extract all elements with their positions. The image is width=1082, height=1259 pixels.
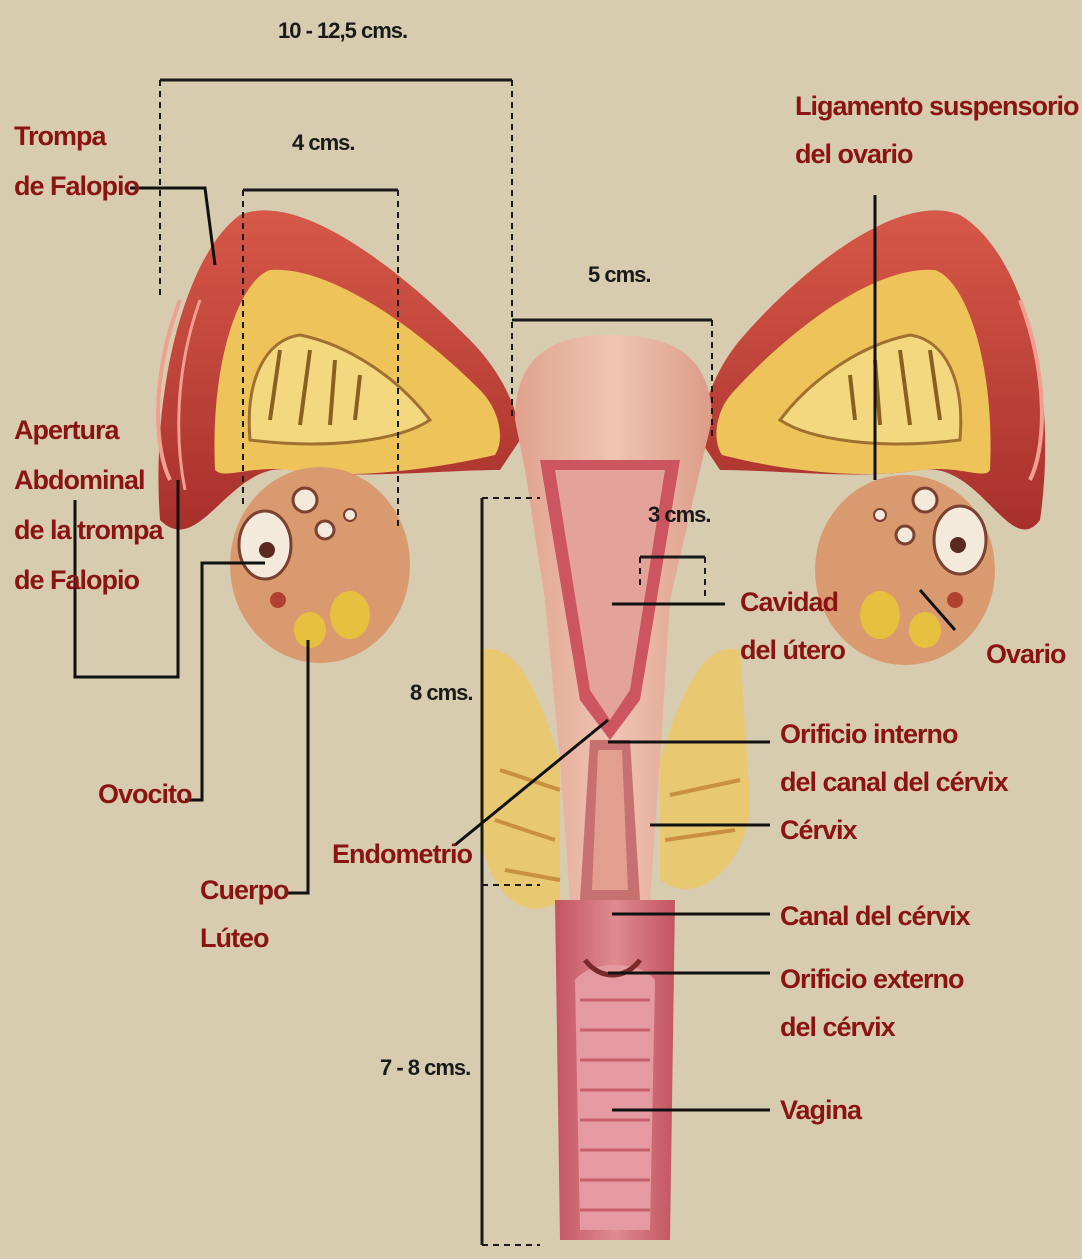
label-ovocito: Ovocito <box>98 770 192 818</box>
label-ovario: Ovario <box>986 630 1066 678</box>
dimension-uterus-width: 5 cms. <box>588 262 651 288</box>
label-trompa-line2: de Falopio <box>14 162 139 210</box>
label-cavidad-line1: Cavidad <box>740 578 838 626</box>
label-apertura-line4: de Falopio <box>14 556 139 604</box>
label-cervix: Cérvix <box>780 806 857 854</box>
dimension-tube: 4 cms. <box>292 130 355 156</box>
label-cuerpo-luteo-line2: Lúteo <box>200 914 269 962</box>
dimension-cavity-width: 3 cms. <box>648 502 711 528</box>
label-apertura-line2: Abdominal <box>14 456 145 504</box>
label-orificio-externo-line2: del cérvix <box>780 1003 895 1051</box>
label-trompa-line1: Trompa <box>14 112 106 160</box>
label-endometrio: Endometrio <box>332 830 472 878</box>
label-apertura-line3: de la trompa <box>14 506 163 554</box>
dimension-width-total: 10 - 12,5 cms. <box>278 18 407 44</box>
label-cuerpo-luteo-line1: Cuerpo <box>200 866 289 914</box>
label-ligamento-line1: Ligamento suspensorio <box>795 82 1079 130</box>
label-cavidad-line2: del útero <box>740 626 845 674</box>
label-vagina: Vagina <box>780 1086 861 1134</box>
label-orificio-interno-line2: del canal del cérvix <box>780 758 1008 806</box>
label-canal-cervix: Canal del cérvix <box>780 892 970 940</box>
label-apertura-line1: Apertura <box>14 406 119 454</box>
dimension-uterus-length: 8 cms. <box>410 680 473 706</box>
label-orificio-interno-line1: Orificio interno <box>780 710 958 758</box>
vagina <box>555 900 675 1240</box>
dimension-vagina-length: 7 - 8 cms. <box>380 1055 470 1081</box>
label-ligamento-line2: del ovario <box>795 130 913 178</box>
left-ovary <box>230 467 410 663</box>
label-orificio-externo-line1: Orificio externo <box>780 955 964 1003</box>
